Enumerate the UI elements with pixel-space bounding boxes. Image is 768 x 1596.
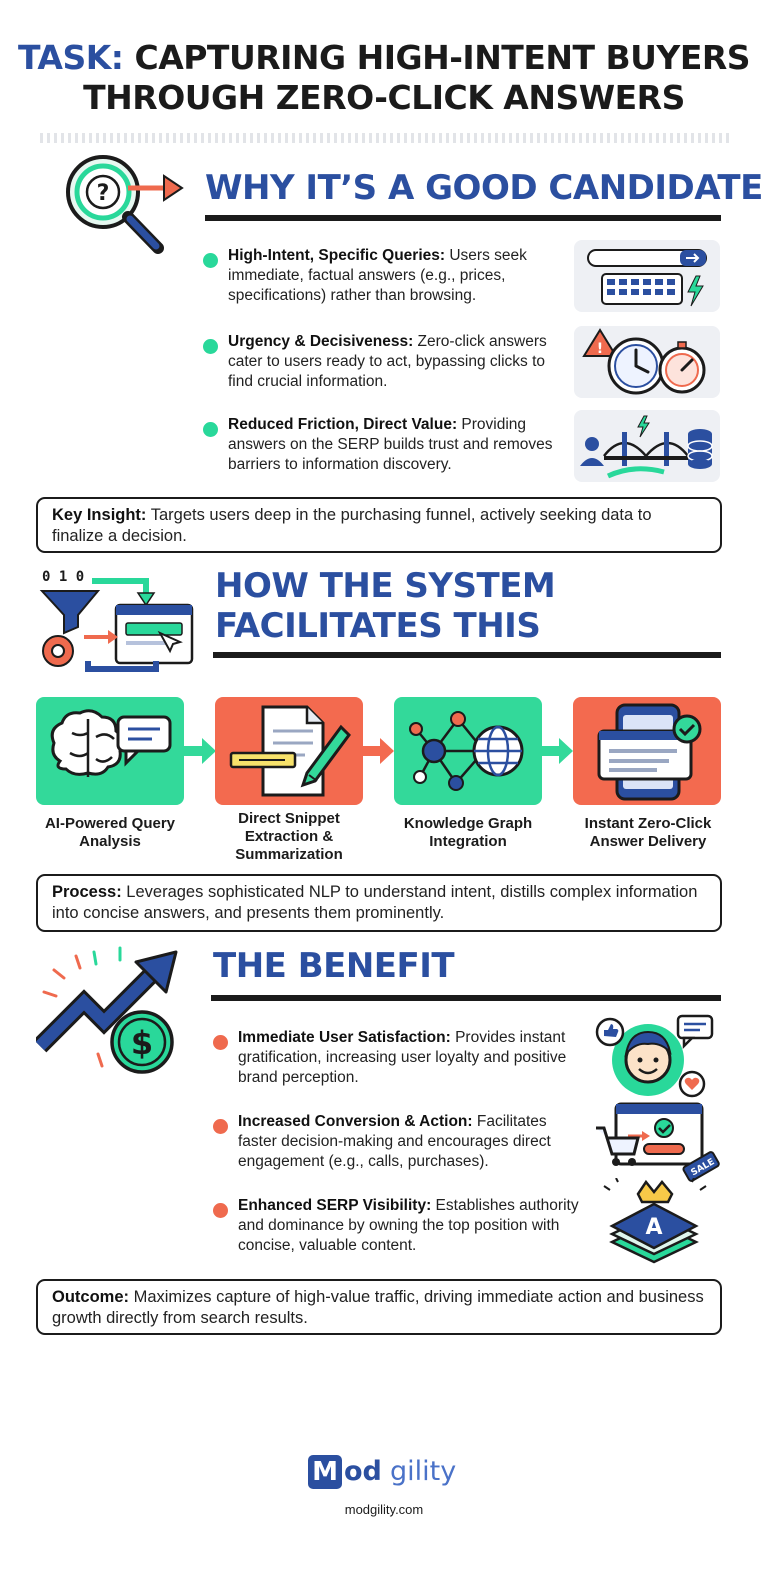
step-card-answer-delivery — [573, 697, 721, 805]
item-bold: Increased Conversion & Action: — [238, 1113, 473, 1130]
search-question-icon: ? — [66, 155, 184, 254]
callout-key-insight: Key Insight: Targets users deep in the p… — [36, 497, 722, 553]
step-card-snippet-extraction — [215, 697, 363, 805]
item-bold: Urgency & Decisiveness: — [228, 333, 414, 350]
item-text: Provides instant gratification, increasi… — [238, 1029, 567, 1086]
callout-text: Maximizes capture of high-value traffic,… — [52, 1288, 704, 1327]
flow-arrow-icon — [541, 738, 573, 764]
svg-text:?: ? — [97, 181, 110, 206]
logo-od: od — [344, 1456, 382, 1487]
list-item: High-Intent, Specific Queries: Users see… — [203, 246, 568, 306]
title-divider — [40, 133, 730, 143]
brand-logo: M od gility — [308, 1455, 468, 1491]
badge-letter: A — [645, 1215, 662, 1240]
callout-outcome: Outcome: Maximizes capture of high-value… — [36, 1279, 722, 1335]
item-text: Facilitates faster decision-making and e… — [238, 1113, 551, 1170]
list-item: Immediate User Satisfaction: Provides in… — [213, 1028, 583, 1088]
svg-text:!: ! — [597, 341, 603, 357]
title-line-2: THROUGH ZERO-CLICK ANSWERS — [83, 78, 685, 117]
callout-bold: Process: — [52, 883, 122, 901]
cart-checkout-icon: SALE — [596, 1102, 720, 1182]
brain-icon — [50, 709, 172, 777]
heading-line-1: HOW THE SYSTEM — [215, 566, 556, 606]
logo-rest: gility — [390, 1456, 457, 1487]
step-card-knowledge-graph — [394, 697, 542, 805]
bullet-dot — [203, 253, 218, 268]
list-item: Enhanced SERP Visibility: Establishes au… — [213, 1196, 583, 1256]
section-rule-why — [205, 215, 721, 221]
bullet-dot — [213, 1035, 228, 1050]
step-card-query-analysis — [36, 697, 184, 805]
list-item: Urgency & Decisiveness: Zero-click answe… — [203, 332, 568, 392]
growth-arrow-icon: $ — [36, 946, 178, 1074]
section-rule-benefit — [211, 995, 721, 1001]
section-heading-why: WHY IT’S A GOOD CANDIDATE — [205, 168, 763, 208]
bullet-dot — [213, 1119, 228, 1134]
flow-arrow-icon — [362, 738, 394, 764]
title-task-label: TASK: — [17, 38, 124, 77]
stopwatch-icon: ! — [582, 328, 706, 395]
thumb-stopwatch: ! — [574, 326, 720, 398]
funnel-gear-icon: 0 1 0 — [39, 569, 194, 672]
item-text: Providing answers on the SERP builds tru… — [228, 416, 553, 473]
page-title: TASK: CAPTURING HIGH-INTENT BUYERS THROU… — [0, 38, 768, 118]
section-heading-how: HOW THE SYSTEM FACILITATES THIS — [215, 566, 556, 646]
callout-text: Leverages sophisticated NLP to understan… — [52, 883, 698, 922]
item-text: Establishes authority and dominance by o… — [238, 1197, 579, 1254]
item-text: Users seek immediate, factual answers (e… — [228, 247, 527, 304]
list-item: Reduced Friction, Direct Value: Providin… — [203, 415, 568, 475]
step-label: Direct Snippet Extraction & Summarizatio… — [235, 810, 343, 863]
step-label: AI-Powered Query Analysis — [44, 815, 176, 850]
step-label: Knowledge Graph Integration — [403, 815, 533, 850]
document-pen-icon — [229, 705, 351, 797]
callout-bold: Key Insight: — [52, 506, 147, 524]
crown-layers-icon: A — [603, 1178, 707, 1264]
section-heading-benefit: THE BENEFIT — [213, 946, 455, 986]
item-text: Zero-click answers cater to users ready … — [228, 333, 547, 390]
binary-digits: 0 1 0 — [42, 569, 84, 585]
heading-line-2: FACILITATES THIS — [215, 606, 541, 646]
item-bold: Reduced Friction, Direct Value: — [228, 416, 458, 433]
thumb-bridge — [574, 410, 720, 482]
item-bold: High-Intent, Specific Queries: — [228, 247, 446, 264]
keyboard-icon — [587, 249, 707, 307]
section-rule-how — [213, 652, 721, 658]
bridge-icon — [580, 415, 713, 479]
smiley-user-icon — [595, 1014, 714, 1098]
logo-mark: M — [308, 1455, 342, 1489]
flow-arrow-icon — [184, 738, 216, 764]
title-line-1: CAPTURING HIGH-INTENT BUYERS — [134, 38, 751, 77]
item-bold: Immediate User Satisfaction: — [238, 1029, 451, 1046]
callout-bold: Outcome: — [52, 1288, 130, 1306]
network-globe-icon — [409, 711, 524, 791]
bullet-dot — [203, 422, 218, 437]
item-bold: Enhanced SERP Visibility: — [238, 1197, 432, 1214]
brand-url[interactable]: modgility.com — [344, 1502, 424, 1517]
thumb-keyboard — [574, 240, 720, 312]
callout-process: Process: Leverages sophisticated NLP to … — [36, 874, 722, 932]
phone-check-icon — [597, 703, 702, 801]
bullet-dot — [213, 1203, 228, 1218]
callout-text: Targets users deep in the purchasing fun… — [52, 506, 652, 545]
svg-text:$: $ — [131, 1024, 153, 1062]
list-item: Increased Conversion & Action: Facilitat… — [213, 1112, 583, 1172]
bullet-dot — [203, 339, 218, 354]
step-label: Instant Zero-Click Answer Delivery — [584, 815, 712, 850]
